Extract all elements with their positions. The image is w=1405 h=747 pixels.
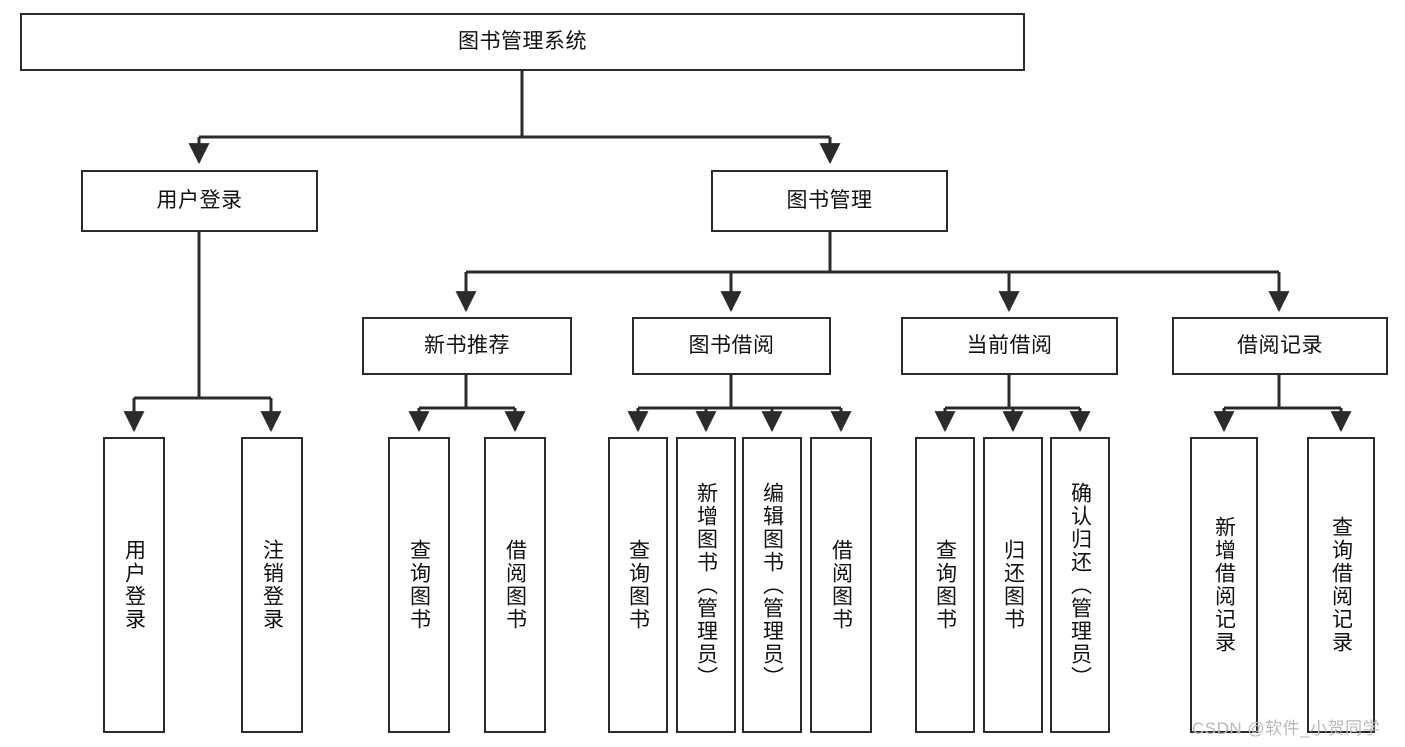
node-borrow-record-label: 借阅记录: [1237, 334, 1323, 358]
node-leaf-user-login[interactable]: 用户登录: [103, 437, 165, 733]
node-leaf-add-record-label: 新增借阅记录: [1212, 516, 1236, 654]
node-leaf-borrow-book-label: 借阅图书: [829, 539, 853, 631]
node-leaf-add-book[interactable]: 新增图书（管理员）: [676, 437, 736, 733]
node-leaf-query-book-cur-label: 查询图书: [933, 539, 957, 631]
node-leaf-add-book-label: 新增图书（管理员）: [694, 481, 718, 689]
node-leaf-borrow-book-rec[interactable]: 借阅图书: [484, 437, 546, 733]
node-leaf-edit-book[interactable]: 编辑图书（管理员）: [742, 437, 802, 733]
node-new-book-rec-label: 新书推荐: [424, 334, 510, 358]
node-leaf-confirm-return[interactable]: 确认归还（管理员）: [1050, 437, 1110, 733]
node-leaf-confirm-return-label: 确认归还（管理员）: [1068, 481, 1092, 689]
node-leaf-return-book-label: 归还图书: [1001, 539, 1025, 631]
node-leaf-query-book-rec-label: 查询图书: [407, 539, 431, 631]
node-root[interactable]: 图书管理系统: [20, 13, 1025, 71]
node-book-manage[interactable]: 图书管理: [711, 170, 948, 232]
node-user-login[interactable]: 用户登录: [81, 170, 318, 232]
node-leaf-add-record[interactable]: 新增借阅记录: [1190, 437, 1258, 733]
watermark: CSDN @软件_小贺同学: [1192, 719, 1381, 738]
node-leaf-return-book[interactable]: 归还图书: [983, 437, 1043, 733]
node-root-label: 图书管理系统: [458, 30, 587, 54]
node-current-borrow[interactable]: 当前借阅: [901, 317, 1118, 375]
node-leaf-query-book[interactable]: 查询图书: [608, 437, 668, 733]
node-user-login-label: 用户登录: [156, 189, 243, 213]
node-leaf-user-logout-label: 注销登录: [260, 539, 284, 631]
node-leaf-query-book-label: 查询图书: [626, 539, 650, 631]
node-leaf-borrow-book-rec-label: 借阅图书: [503, 539, 527, 631]
node-leaf-user-logout[interactable]: 注销登录: [241, 437, 303, 733]
node-book-borrow[interactable]: 图书借阅: [632, 317, 831, 375]
node-book-borrow-label: 图书借阅: [688, 334, 775, 358]
node-leaf-query-record-label: 查询借阅记录: [1329, 516, 1353, 654]
node-current-borrow-label: 当前借阅: [966, 334, 1053, 358]
node-leaf-edit-book-label: 编辑图书（管理员）: [760, 481, 784, 689]
node-borrow-record[interactable]: 借阅记录: [1172, 317, 1388, 375]
node-leaf-query-book-rec[interactable]: 查询图书: [388, 437, 450, 733]
node-new-book-rec[interactable]: 新书推荐: [362, 317, 572, 375]
node-leaf-user-login-label: 用户登录: [122, 539, 146, 631]
node-leaf-borrow-book[interactable]: 借阅图书: [810, 437, 872, 733]
node-leaf-query-book-cur[interactable]: 查询图书: [915, 437, 975, 733]
node-leaf-query-record[interactable]: 查询借阅记录: [1307, 437, 1375, 733]
node-book-manage-label: 图书管理: [786, 189, 873, 213]
